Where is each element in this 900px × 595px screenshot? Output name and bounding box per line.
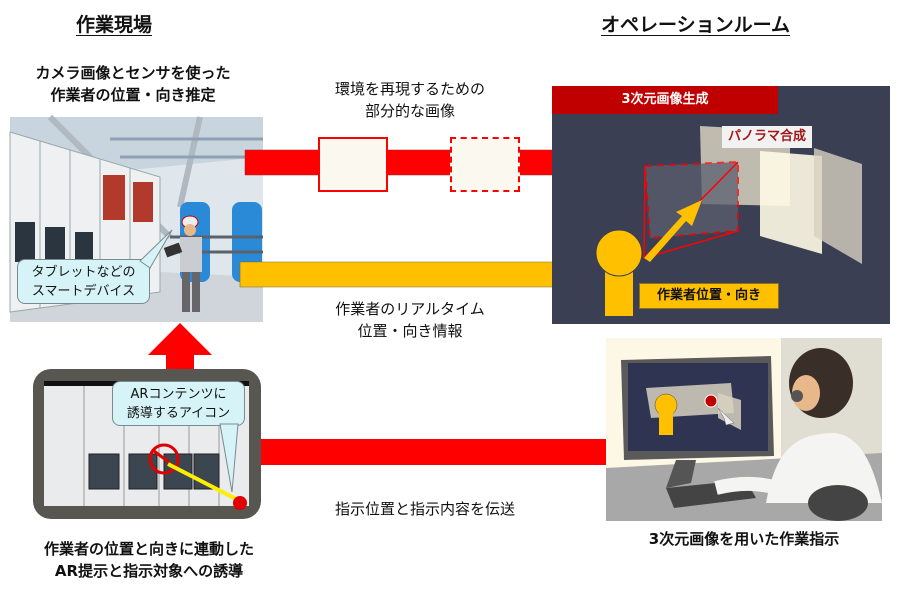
estimation-caption-line1: カメラ画像とセンサを使った [35, 64, 231, 82]
ar-icon-callout: ARコンテンツに 誘導するアイコン [112, 381, 245, 426]
device-callout-tail [139, 229, 173, 269]
feedback-up-arrow [148, 323, 212, 373]
partial-images-line2: 部分的な画像 [364, 102, 455, 120]
estimation-caption: カメラ画像とセンサを使った 作業者の位置・向き推定 [8, 62, 258, 106]
panorama-panel [760, 151, 822, 254]
instruction-caption: 3次元画像を用いた作業指示 [648, 530, 840, 548]
panorama-panel [814, 148, 862, 264]
realtime-line1: 作業者のリアルタイム [335, 300, 485, 318]
instruction-transfer-arrow [261, 439, 606, 465]
ar-callout-line2: 誘導するアイコン [126, 406, 231, 421]
operation-room-heading: オペレーションルーム [601, 14, 791, 36]
guide-line [167, 462, 241, 503]
estimation-caption-line2: 作業者の位置・向き推定 [50, 86, 216, 104]
realtime-caption: 作業者のリアルタイム 位置・向き情報 [300, 298, 520, 342]
worker-figure [163, 215, 202, 312]
worker-head-icon [595, 229, 643, 277]
ar-callout-line1: ARコンテンツに [130, 387, 227, 402]
device-callout-line1: タブレットなどの [31, 265, 136, 280]
partial-images-arrow [244, 136, 596, 188]
ar-guide-marker [233, 496, 247, 510]
site-heading: 作業現場 [76, 14, 153, 36]
partial-images-caption: 環境を再現するための 部分的な画像 [300, 78, 520, 122]
ar-guidance-caption: 作業者の位置と向きに連動した AR提示と指示対象への誘導 [4, 538, 294, 582]
instruction-transfer-caption: 指示位置と指示内容を伝送 [334, 500, 515, 518]
direction-arrow [644, 200, 702, 262]
panorama-label: パノラマ合成 [722, 126, 812, 148]
device-callout-line2: スマートデバイス [31, 284, 136, 299]
worker-position-label: 作業者位置・向き [639, 283, 779, 309]
3d-generation-banner: 3次元画像生成 [552, 86, 778, 114]
ar-caption-line1: 作業者の位置と向きに連動した [43, 540, 254, 558]
partial-image-frame [318, 137, 388, 192]
operator-illustration [606, 338, 882, 521]
current-view-frame [643, 160, 739, 240]
ar-callout-tail [219, 423, 239, 493]
partial-images-line1: 環境を再現するための [334, 80, 485, 98]
realtime-line2: 位置・向き情報 [357, 322, 463, 340]
ar-target-icon [148, 443, 180, 475]
partial-image-frame-pending [450, 137, 520, 192]
device-callout: タブレットなどの スマートデバイス [17, 259, 150, 304]
operator-person [714, 348, 882, 521]
ar-caption-line2: AR提示と指示対象への誘導 [54, 562, 244, 580]
